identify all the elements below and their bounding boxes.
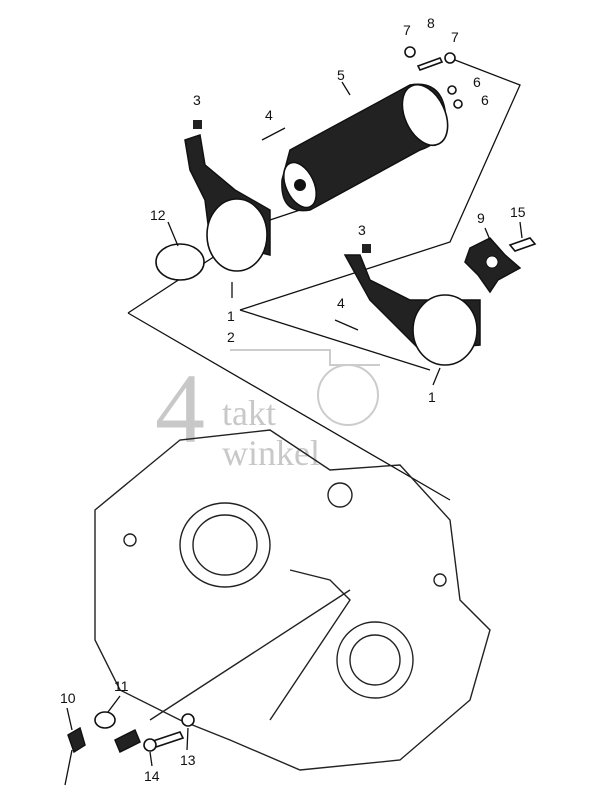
bolt-8	[416, 57, 444, 71]
callout-3: 3	[193, 92, 201, 108]
pin-4-top	[261, 127, 286, 141]
callout-2: 2	[227, 329, 235, 345]
screw-6a	[447, 85, 457, 95]
callout-15: 15	[510, 204, 526, 220]
callout-12: 12	[150, 207, 166, 223]
leader-lines	[66, 81, 523, 767]
crankcase	[94, 429, 491, 771]
callout-13: 13	[180, 752, 196, 768]
callout-1: 1	[227, 308, 235, 324]
shift-drum	[281, 83, 449, 212]
shift-fork-left	[184, 120, 271, 272]
callout-7: 7	[403, 22, 411, 38]
clip-12	[155, 243, 205, 281]
callout-5: 5	[337, 67, 345, 83]
callout-labels: 7 8 7 5 6 6 3 4 12 3 9 15 4 1 2 1 10 11 …	[60, 15, 526, 784]
callout-6: 6	[473, 74, 481, 90]
callout-6: 6	[481, 92, 489, 108]
callout-4: 4	[337, 295, 345, 311]
callout-11: 11	[114, 678, 129, 694]
shift-fork-right	[343, 244, 481, 366]
callout-9: 9	[477, 210, 485, 226]
watermark-4: 4	[155, 353, 205, 464]
screw-6b	[453, 99, 463, 109]
callout-1: 1	[428, 389, 436, 405]
pin-4-bottom	[334, 319, 359, 331]
callout-7: 7	[451, 29, 459, 45]
assembly-outline	[127, 59, 521, 501]
watermark-logo: 4 takt winkel	[155, 349, 380, 473]
callout-10: 10	[60, 690, 76, 706]
neutral-switch-parts	[64, 711, 195, 786]
callout-8: 8	[427, 15, 435, 31]
screw-7b	[444, 52, 456, 64]
watermark-takt: takt	[222, 393, 276, 433]
screw-7a	[404, 46, 416, 58]
callout-3: 3	[358, 222, 366, 238]
bolt-15	[508, 237, 537, 252]
callout-4: 4	[265, 107, 273, 123]
callout-14: 14	[144, 768, 160, 784]
